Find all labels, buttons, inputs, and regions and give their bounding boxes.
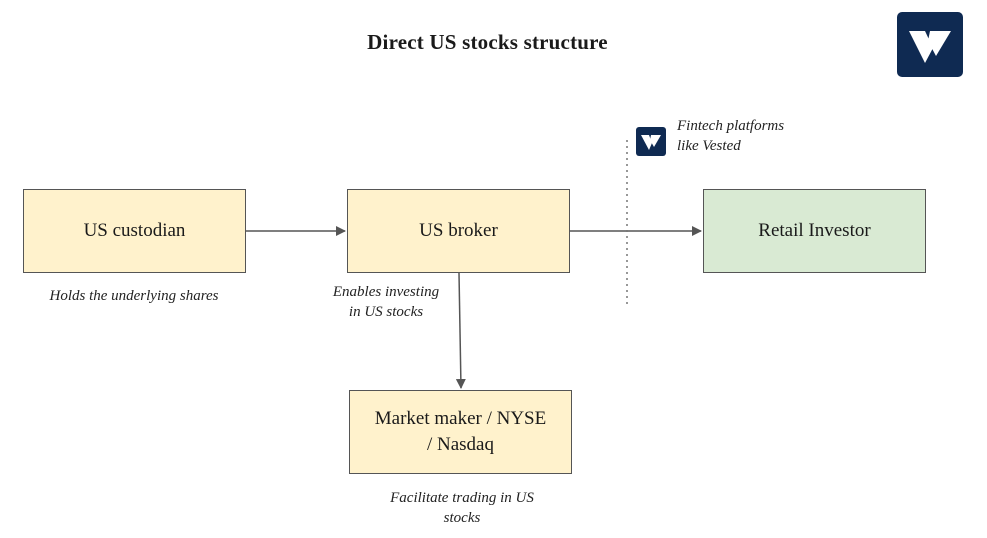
diagram-title: Direct US stocks structure [367, 30, 608, 54]
arrow-broker-to-market [455, 272, 466, 389]
note-us-custodian: Holds the underlying shares [49, 288, 219, 304]
node-retail-investor: Retail Investor [703, 189, 926, 273]
note-us-broker-line1: Enables investing [332, 284, 440, 300]
node-us-broker-label: US broker [419, 220, 498, 241]
node-market-maker-label-line1: Market maker / NYSE [374, 408, 547, 429]
note-market-maker-line2: stocks [443, 510, 481, 526]
note-us-broker: Enables investing in US stocks [318, 282, 454, 322]
vested-logo-small-icon [636, 127, 666, 156]
node-market-maker: Market maker / NYSE / Nasdaq [349, 390, 572, 474]
node-market-maker-label: Market maker / NYSE / Nasdaq [375, 406, 546, 458]
note-us-broker-line2: in US stocks [348, 304, 424, 320]
fintech-note-line1: Fintech platforms [677, 118, 785, 134]
fintech-note-line2: like Vested [677, 138, 741, 154]
vested-logo-icon [897, 12, 963, 77]
node-us-custodian: US custodian [23, 189, 246, 273]
note-market-maker: Facilitate trading in US stocks [350, 488, 574, 528]
node-us-custodian-label: US custodian [83, 220, 186, 241]
note-market-maker-line1: Facilitate trading in US [390, 490, 534, 506]
fintech-note: Fintech platforms like Vested [677, 116, 837, 156]
node-market-maker-label-line2: / Nasdaq [426, 434, 494, 455]
node-retail-investor-label: Retail Investor [758, 220, 871, 241]
node-us-broker: US broker [347, 189, 570, 273]
